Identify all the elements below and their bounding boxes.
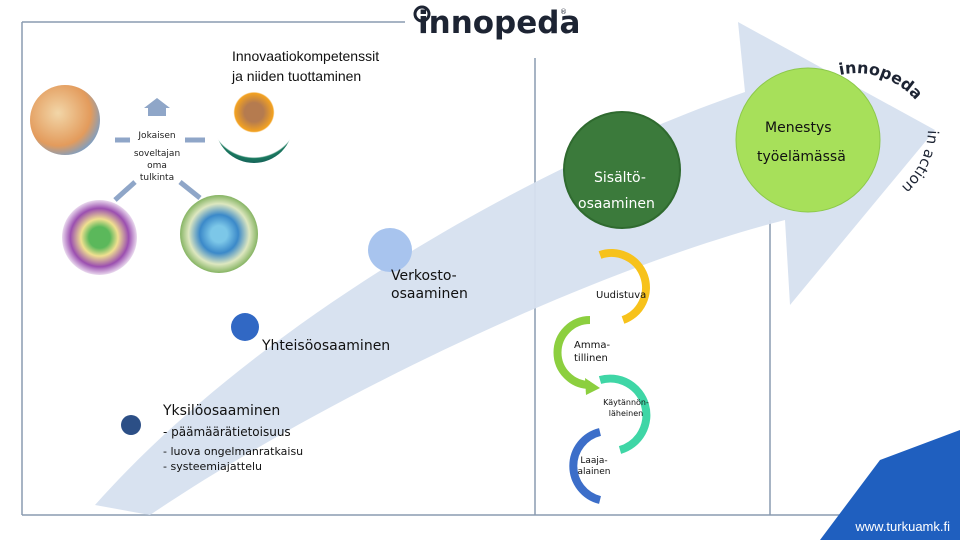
cluster-label-line-2: soveltajan: [133, 149, 181, 159]
cluster-arrow-down-left: [113, 180, 137, 202]
network-competence-label-1: Verkosto-: [391, 268, 457, 284]
illustration-people-talking: [30, 85, 100, 155]
badge-innopeda-text: innopeda: [837, 58, 926, 103]
cluster-label-line-1: Jokaisen: [138, 131, 176, 141]
cycle-label-ammatillinen-1: Amma-: [574, 340, 611, 351]
cycle-arrow-ammatillinen: [553, 316, 591, 389]
badge-arc-text: innopeda in action: [837, 58, 942, 197]
cluster-label-line-3: oma: [147, 161, 167, 171]
individual-sub-1: - päämäärätietoisuus: [163, 425, 291, 439]
cycle-label-laaja-alainen-2: alainen: [577, 467, 611, 477]
cycle-arrow-uudistuva: [598, 249, 650, 324]
logo-text: innopeda: [418, 5, 581, 41]
logo-mark: [413, 5, 431, 23]
content-competence-label-2: osaaminen: [578, 196, 655, 212]
home-icon: [144, 98, 170, 116]
logo-registered-mark: ®: [560, 8, 567, 16]
illustration-person-at-desk: [62, 200, 137, 275]
badge-in-action-text: in action: [898, 130, 942, 197]
cycle-arrowhead-ammatillinen: [585, 378, 600, 395]
cycle-arrow-laaja-alainen: [569, 428, 602, 504]
content-competence-circle: [563, 111, 681, 229]
content-competence-label-1: Sisältö-: [594, 170, 646, 186]
individual-level-dot: [121, 415, 141, 435]
cluster-label-line-4: tulkinta: [139, 173, 175, 183]
cycle-label-laaja-alainen-1: Laaja-: [580, 456, 608, 466]
growth-arrow: [95, 22, 935, 515]
cycle-arrow-kaytannonlaheinen: [598, 374, 651, 454]
cycle-label-kaytannonlaheinen-1: Käytännön-: [603, 398, 649, 407]
cycle-label-kaytannonlaheinen-2: läheinen: [608, 409, 644, 418]
individual-sub-3: - systeemiajattelu: [163, 460, 263, 473]
title-line-1: Innovaatiokompetenssit: [232, 48, 380, 64]
network-competence-label-2: osaaminen: [391, 286, 468, 302]
network-level-dot: [368, 228, 412, 272]
title-line-2: ja niiden tuottaminen: [232, 68, 362, 84]
innopeda-logo: innopeda ®: [410, 2, 580, 44]
illustration-globe-and-tools: [180, 195, 258, 273]
success-label-2: työelämässä: [757, 149, 846, 165]
success-label-1: Menestys: [765, 120, 832, 136]
footer-url[interactable]: www.turkuamk.fi: [855, 519, 950, 534]
community-competence-label: Yhteisöosaaminen: [262, 338, 391, 354]
individual-competence-label: Yksilöosaaminen: [163, 403, 281, 419]
individual-sub-2: - luova ongelmanratkaisu: [163, 445, 304, 458]
cluster-arrow-down-right: [178, 180, 202, 200]
cycle-label-ammatillinen-2: tillinen: [574, 353, 608, 364]
illustration-dancer: [215, 85, 293, 163]
success-circle: [735, 67, 881, 213]
footer-band: [820, 430, 960, 540]
community-level-dot: [231, 313, 259, 341]
cycle-label-uudistuva: Uudistuva: [596, 290, 647, 301]
